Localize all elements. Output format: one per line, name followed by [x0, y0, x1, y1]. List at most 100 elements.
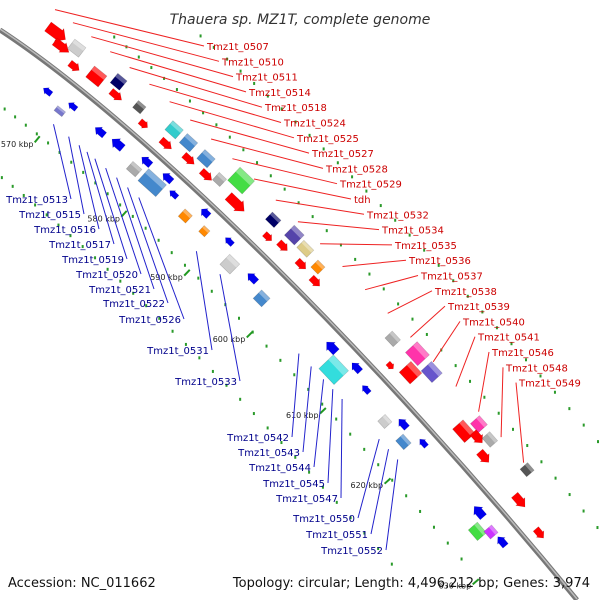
reverse-gene-label: Tmz1t_0516 — [33, 225, 96, 236]
track-dot — [510, 342, 513, 346]
forward-gene-feature — [476, 448, 490, 463]
track-dot — [294, 120, 297, 124]
reverse-gene-feature — [247, 273, 260, 285]
track-dot — [158, 316, 161, 320]
track-dot — [297, 201, 300, 205]
reverse-gene-feature — [377, 414, 393, 429]
track-dot — [322, 147, 325, 151]
forward-gene-feature — [308, 274, 320, 287]
track-dot — [69, 234, 72, 238]
track-dot — [183, 263, 186, 267]
reverse-gene-label: Tmz1t_0545 — [262, 479, 325, 490]
forward-gene-feature — [452, 419, 476, 443]
forward-gene-feature — [470, 415, 488, 433]
track-dot — [379, 204, 382, 208]
forward-leader-line — [432, 321, 461, 363]
track-dot — [170, 251, 173, 255]
forward-gene-label: Tmz1t_0540 — [462, 317, 525, 328]
track-dot — [22, 193, 25, 197]
track-dot — [35, 132, 38, 136]
track-dot — [251, 330, 254, 334]
forward-gene-feature — [181, 151, 195, 165]
track-dot — [145, 304, 148, 308]
reverse-leader-line — [105, 167, 142, 275]
track-dot — [132, 291, 135, 295]
reverse-gene-labels: Tmz1t_0513Tmz1t_0515Tmz1t_0516Tmz1t_0517… — [5, 195, 383, 557]
track-dot — [119, 279, 122, 283]
track-dot — [283, 187, 286, 191]
track-dot — [266, 94, 269, 98]
forward-gene-feature — [212, 172, 227, 187]
track-dot — [280, 441, 283, 445]
track-dot — [3, 107, 6, 111]
track-dot — [382, 287, 385, 291]
reverse-gene-label: Tmz1t_0519 — [61, 255, 124, 266]
track-dot — [335, 417, 338, 421]
track-dot — [495, 326, 498, 330]
reverse-gene-label: Tmz1t_0522 — [102, 299, 165, 310]
track-dot — [554, 476, 557, 480]
track-dot — [293, 373, 296, 377]
forward-gene-feature — [404, 341, 430, 367]
track-dot — [14, 115, 17, 119]
forward-gene-feature — [420, 360, 443, 384]
track-dot — [279, 358, 282, 362]
forward-gene-feature — [310, 259, 326, 275]
genome-backbone — [0, 27, 579, 600]
track-dot — [525, 358, 528, 362]
reverse-gene-feature — [318, 354, 349, 385]
forward-leader-line — [478, 351, 490, 412]
forward-gene-label: Tmz1t_0549 — [518, 379, 581, 390]
forward-leader-line — [364, 275, 419, 291]
reverse-gene-label: Tmz1t_0526 — [118, 315, 181, 326]
forward-leader-line — [149, 83, 282, 123]
reverse-gene-label: Tmz1t_0533 — [174, 377, 237, 388]
forward-gene-label: tdh — [354, 195, 371, 206]
track-dot — [394, 218, 397, 222]
track-dot — [106, 192, 109, 196]
reverse-leader-line — [127, 187, 169, 304]
track-dot — [238, 316, 241, 320]
forward-gene-label: Tmz1t_0537 — [420, 272, 483, 283]
reverse-gene-label: Tmz1t_0552 — [320, 546, 383, 557]
forward-leader-line — [455, 336, 476, 387]
reverse-gene-feature — [419, 438, 429, 449]
forward-gene-feature — [276, 239, 288, 251]
track-dot — [163, 76, 166, 80]
genome-backbone-highlight — [0, 28, 578, 600]
track-dot — [188, 99, 191, 103]
track-dot — [568, 407, 571, 411]
track-dot — [197, 276, 200, 280]
track-dot — [466, 294, 469, 298]
forward-gene-feature — [384, 330, 401, 348]
forward-leader-line — [275, 199, 365, 215]
forward-gene-feature — [51, 37, 70, 53]
tick-label: 630 kbp — [439, 582, 472, 591]
track-dot — [119, 203, 122, 207]
reverse-leader-line — [86, 151, 115, 245]
topology-text: Topology: circular; Length: 4,496,212 bp… — [232, 576, 590, 591]
track-dot — [596, 526, 599, 530]
track-dot — [239, 69, 242, 73]
forward-gene-label: Tmz1t_0525 — [296, 134, 359, 145]
reverse-gene-label: Tmz1t_0513 — [5, 195, 68, 206]
track-dot — [321, 485, 324, 489]
reverse-leader-line — [78, 145, 100, 230]
track-dot — [483, 395, 486, 399]
forward-gene-label: Tmz1t_0510 — [221, 57, 284, 68]
forward-leader-line — [410, 305, 446, 338]
track-dot — [256, 161, 259, 165]
forward-gene-feature — [67, 59, 80, 72]
track-dot — [423, 248, 426, 252]
track-dot — [354, 257, 357, 261]
forward-gene-feature — [132, 100, 147, 115]
reverse-gene-feature — [43, 87, 54, 97]
track-dot — [481, 310, 484, 314]
forward-gene-feature — [511, 491, 526, 508]
track-dot — [175, 88, 178, 92]
track-dot — [454, 364, 457, 368]
forward-gene-feature — [296, 239, 315, 258]
reverse-leader-line — [313, 379, 324, 468]
track-dot — [210, 289, 213, 293]
track-dot — [47, 141, 50, 145]
